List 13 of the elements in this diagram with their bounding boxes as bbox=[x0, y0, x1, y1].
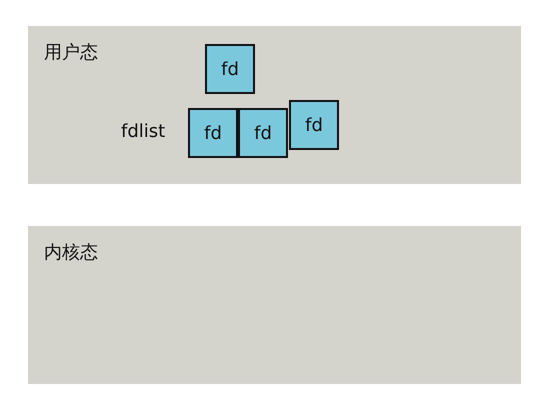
fd-box bbox=[205, 44, 255, 94]
list-label: fdlist bbox=[121, 121, 166, 142]
fd-box bbox=[289, 100, 339, 150]
fd-label: fd bbox=[254, 122, 272, 144]
fd-label: fd bbox=[221, 58, 239, 80]
state-band bbox=[28, 226, 521, 384]
fd-box bbox=[238, 108, 288, 158]
band-title: 用户态 bbox=[44, 41, 98, 64]
fd-box bbox=[188, 108, 238, 158]
state-band bbox=[28, 26, 521, 184]
band-title: 内核态 bbox=[44, 241, 98, 264]
fd-label: fd bbox=[305, 114, 323, 136]
fd-label: fd bbox=[204, 122, 222, 144]
